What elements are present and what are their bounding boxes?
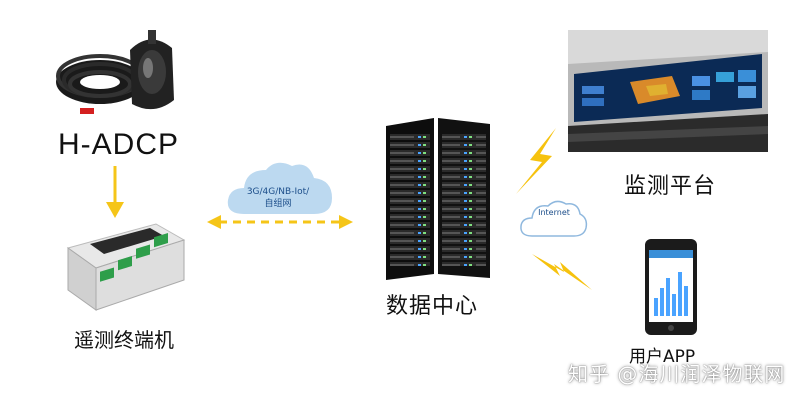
cloud-icon <box>227 162 332 214</box>
bidirectional-dashed-arrow-icon <box>207 215 353 229</box>
server-racks-image <box>386 118 490 280</box>
lightning-bolt-icon <box>516 128 556 194</box>
watermark: 知乎 @海川润泽物联网 <box>568 362 786 386</box>
lightning-bolt-icon <box>532 254 592 290</box>
network-type-line2: 自组网 <box>264 199 292 209</box>
network-type-line1: 3G/4G/NB-Iot/ <box>246 187 310 197</box>
monitoring-platform-image <box>568 30 768 152</box>
smartphone-image <box>645 239 697 335</box>
h-adcp-sensor-image <box>56 30 174 114</box>
internet-cloud-icon <box>520 200 588 237</box>
telemetry-terminal-label: 遥测终端机 <box>74 328 174 352</box>
network-type-label: 3G/4G/NB-Iot/ 自组网 <box>226 186 330 210</box>
monitoring-platform-label: 监测平台 <box>624 174 717 199</box>
data-center-label: 数据中心 <box>386 294 479 319</box>
arrow-down-icon <box>106 166 124 218</box>
user-app-label: 用户APP <box>629 347 696 367</box>
telemetry-terminal-image <box>66 223 186 311</box>
internet-label: Internet <box>538 208 570 217</box>
h-adcp-label: H-ADCP <box>58 128 180 161</box>
